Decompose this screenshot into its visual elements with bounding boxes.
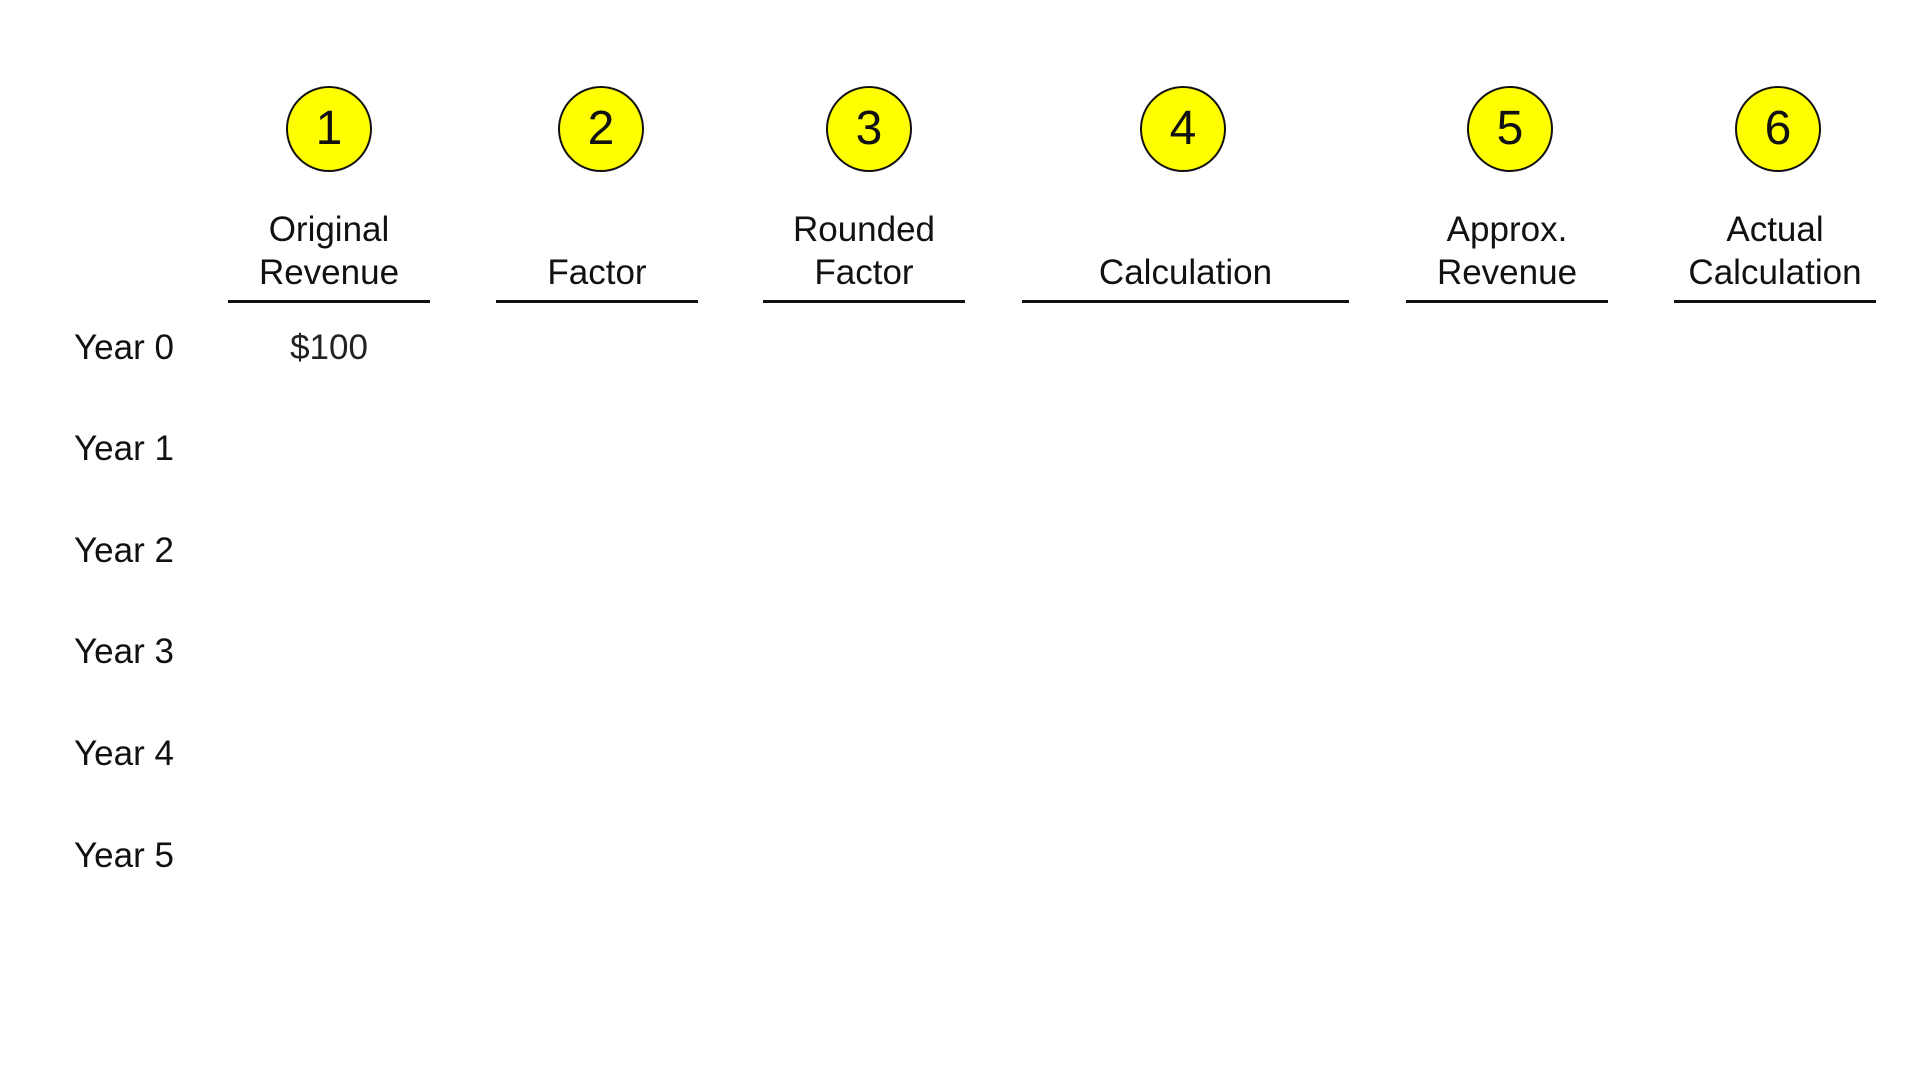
column-label-actual-calculation: Actual Calculation bbox=[1688, 210, 1862, 292]
column-label-calculation: Calculation bbox=[1098, 253, 1273, 292]
column-underline bbox=[1406, 300, 1608, 303]
column-underline bbox=[228, 300, 430, 303]
column-factor: 2 Factor bbox=[496, 0, 698, 303]
row-label-year-1: Year 1 bbox=[74, 429, 174, 468]
column-actual-calculation: 6 Actual Calculation bbox=[1674, 0, 1876, 303]
column-label-rounded-factor: Rounded Factor bbox=[792, 210, 936, 292]
column-underline bbox=[763, 300, 965, 303]
column-original-revenue: 1 Original Revenue bbox=[228, 0, 430, 303]
column-label-original-revenue: Original Revenue bbox=[258, 210, 400, 292]
cell-year-0-original-revenue: $100 bbox=[290, 328, 368, 367]
column-calculation: 4 Calculation bbox=[1022, 0, 1349, 303]
column-label-factor: Factor bbox=[547, 253, 647, 292]
row-label-year-3: Year 3 bbox=[74, 632, 174, 671]
column-underline bbox=[1674, 300, 1876, 303]
column-underline bbox=[1022, 300, 1349, 303]
row-label-year-0: Year 0 bbox=[74, 328, 174, 367]
column-approx-revenue: 5 Approx. Revenue bbox=[1406, 0, 1608, 303]
step-6-badge: 6 bbox=[1735, 86, 1821, 172]
row-label-year-2: Year 2 bbox=[74, 531, 174, 570]
row-label-year-4: Year 4 bbox=[74, 734, 174, 773]
column-underline bbox=[496, 300, 698, 303]
step-2-badge: 2 bbox=[558, 86, 644, 172]
step-3-badge: 3 bbox=[826, 86, 912, 172]
step-5-badge: 5 bbox=[1467, 86, 1553, 172]
row-label-year-5: Year 5 bbox=[74, 836, 174, 875]
step-4-badge: 4 bbox=[1140, 86, 1226, 172]
step-1-badge: 1 bbox=[286, 86, 372, 172]
column-rounded-factor: 3 Rounded Factor bbox=[763, 0, 965, 303]
column-label-approx-revenue: Approx. Revenue bbox=[1436, 210, 1578, 292]
